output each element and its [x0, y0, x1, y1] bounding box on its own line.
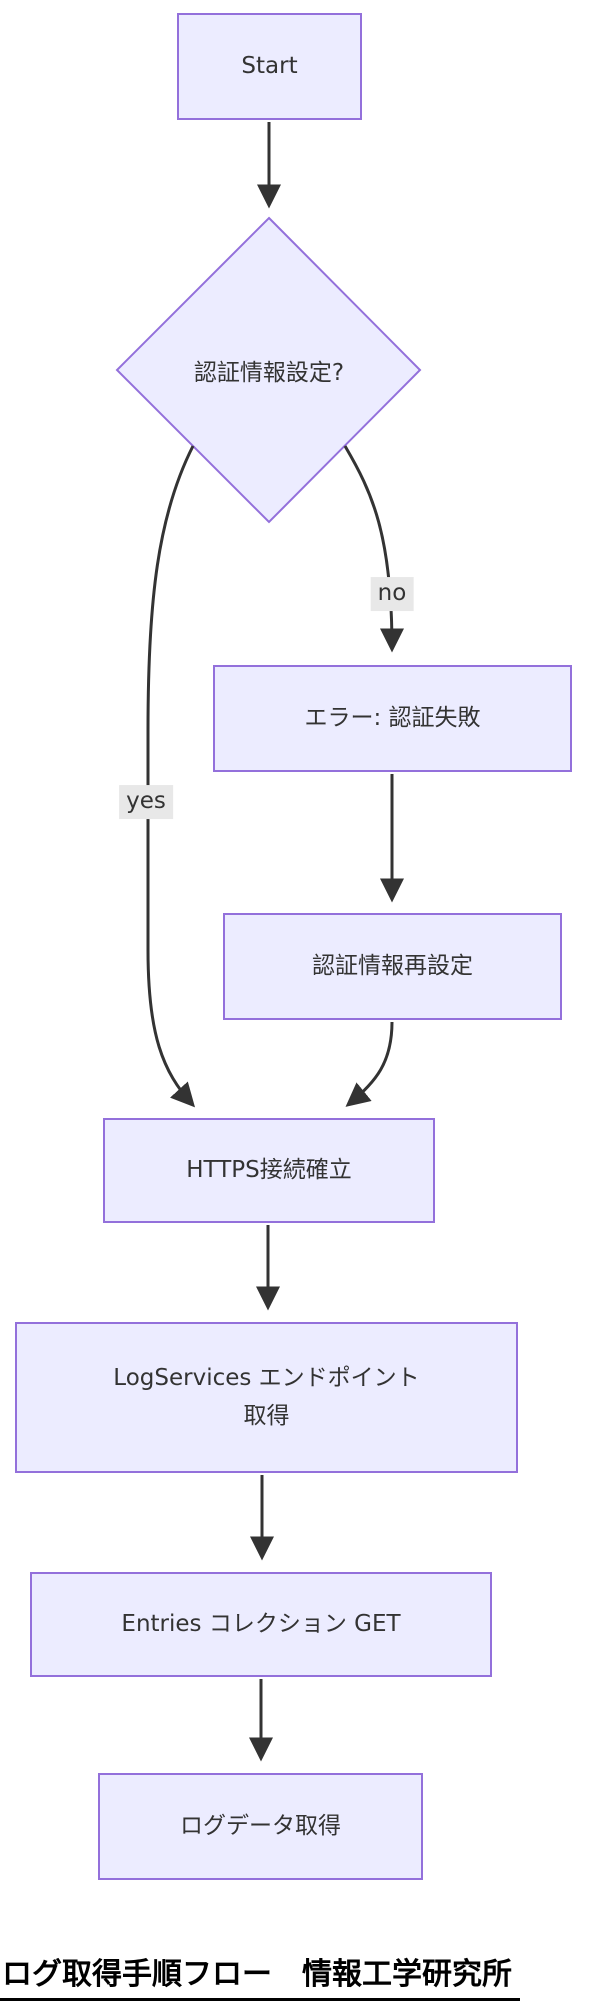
- node-error: エラー: 認証失敗: [213, 665, 572, 772]
- node-reset-credentials-label: 認証情報再設定: [312, 952, 473, 979]
- node-https-connect: HTTPS接続確立: [103, 1118, 435, 1223]
- node-https-connect-label: HTTPS接続確立: [186, 1156, 352, 1183]
- node-start: Start: [177, 13, 362, 120]
- node-entries-get: Entries コレクション GET: [30, 1572, 492, 1677]
- node-logservices-endpoint-label: LogServices エンドポイント 取得: [113, 1360, 419, 1436]
- node-reset-credentials: 認証情報再設定: [223, 913, 562, 1020]
- node-decision-label: 認証情報設定?: [193, 360, 345, 386]
- node-error-label: エラー: 認証失敗: [304, 704, 481, 731]
- edge-label-yes: yes: [119, 785, 173, 819]
- node-logdata-label: ログデータ取得: [180, 1812, 341, 1839]
- node-start-label: Start: [241, 52, 298, 79]
- edge-reset-to-https: [345, 1021, 394, 1107]
- diagram-caption: ログ取得手順フロー 情報工学研究所: [0, 1949, 520, 2001]
- node-logservices-endpoint: LogServices エンドポイント 取得: [15, 1322, 518, 1473]
- edge-decision-yes-to-https: [146, 445, 196, 1108]
- decision-diamond-shape: [115, 216, 422, 524]
- node-logservices-line1: LogServices エンドポイント: [113, 1364, 420, 1391]
- node-logdata: ログデータ取得: [98, 1773, 423, 1880]
- node-entries-get-label: Entries コレクション GET: [121, 1610, 401, 1637]
- node-logservices-line2: 取得: [243, 1402, 290, 1429]
- edge-label-no: no: [370, 577, 414, 611]
- edge-decision-no-to-error: [343, 445, 404, 653]
